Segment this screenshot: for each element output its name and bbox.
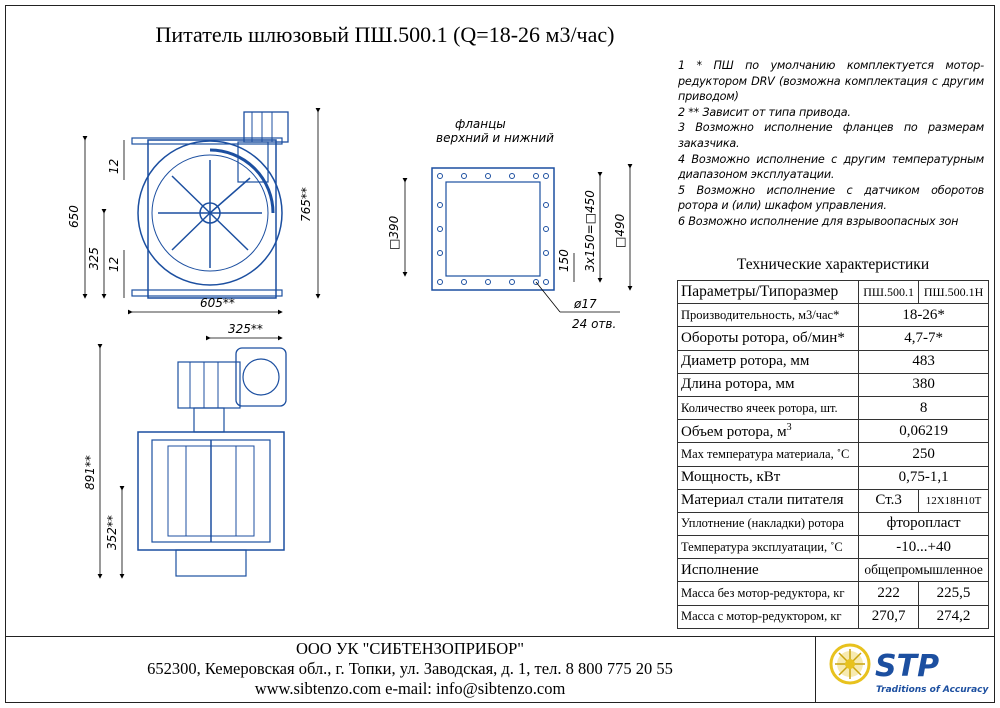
dim-3x150: 3х150=□450 (583, 190, 597, 272)
row-value: 18-26* (858, 303, 989, 328)
table-row: Материал стали питателя Ст.3 12Х18Н10Т (676, 488, 989, 513)
row-label: Температура эксплуатации, ˚С (676, 535, 860, 560)
header-param: Параметры/Типоразмер (676, 279, 860, 305)
header-col1: ПШ.500.1 (858, 279, 920, 305)
dim-490: □490 (613, 213, 627, 248)
dim-765: 765** (299, 187, 313, 222)
logo-tagline: Traditions of Accuracy (876, 685, 990, 695)
table-row: Исполнение общепромышленное (676, 558, 989, 583)
company-address: 652300, Кемеровская обл., г. Топки, ул. … (147, 659, 673, 678)
header-col2: ПШ.500.1Н (918, 279, 989, 305)
row-value: 4,7-7* (858, 326, 989, 351)
page-title: Питатель шлюзовый ПШ.500.1 (Q=18-26 м3/ч… (155, 22, 615, 47)
table-row: Температура эксплуатации, ˚С -10...+40 (676, 535, 989, 560)
table-row: Обороты ротора, об/мин* 4,7-7* (676, 326, 989, 351)
dim-hole-diameter: ø17 (573, 297, 597, 311)
company-web: www.sibtenzo.com e-mail: info@sibtenzo.c… (254, 679, 566, 698)
note-item: 2 ** Зависит от типа привода. (678, 105, 851, 119)
row-label: Количество ячеек ротора, шт. (676, 395, 860, 421)
row-label-text: Объем ротора, м (681, 423, 787, 440)
row-value: 0,75-1,1 (858, 465, 989, 490)
company-name: ООО УК "СИБТЕНЗОПРИБОР" (295, 639, 525, 658)
dim-891: 891** (83, 455, 97, 490)
table-row: Параметры/Типоразмер ПШ.500.1 ПШ.500.1Н (676, 279, 989, 305)
dim-390: □390 (387, 215, 401, 250)
company-info: ООО УК "СИБТЕНЗОПРИБОР" 652300, Кемеровс… (5, 639, 815, 699)
row-label: Масса с мотор-редуктором, кг (676, 604, 860, 629)
dim-325: 325 (87, 247, 101, 270)
technical-drawing: 650 325 12 12 765** 605** 325** фланцы в… (67, 108, 633, 579)
drawing-frame (5, 5, 995, 703)
row-value: 380 (858, 372, 989, 397)
row-value: 0,06219 (858, 419, 989, 444)
table-row: Количество ячеек ротора, шт. 8 (676, 395, 989, 421)
table-row: Уплотнение (накладки) ротора фторопласт (676, 511, 989, 537)
note-item: 3 Возможно исполнение фланцев по размера… (678, 121, 984, 150)
table-row: Производительность, м3/час* 18-26* (676, 303, 989, 328)
row-value-col1: Ст.3 (858, 488, 920, 513)
row-value: общепромышленное (858, 558, 989, 583)
row-value-col1: 222 (858, 581, 920, 606)
row-value-col1: 270,7 (858, 604, 920, 629)
dim-650: 650 (67, 205, 81, 228)
row-label: Производительность, м3/час* (676, 303, 860, 328)
row-label: Длина ротора, мм (676, 372, 860, 397)
row-label: Масса без мотор-редуктора, кг (676, 581, 860, 606)
table-row: Диаметр ротора, мм 483 (676, 349, 989, 374)
row-label: Материал стали питателя (676, 488, 860, 513)
row-value: 483 (858, 349, 989, 374)
row-label: Мах температура материала, ˚С (676, 442, 860, 467)
row-value: 8 (858, 395, 989, 421)
row-value-col2: 12Х18Н10Т (918, 488, 989, 513)
specs-table: Параметры/Типоразмер ПШ.500.1 ПШ.500.1Н … (676, 279, 989, 629)
dim-352: 352** (105, 515, 119, 550)
footer-divider (5, 636, 995, 637)
row-label: Исполнение (676, 558, 860, 583)
dim-325-side: 325** (228, 322, 263, 336)
row-label: Уплотнение (накладки) ротора (676, 511, 860, 537)
specs-title: Технические характеристики (736, 256, 930, 273)
note-item: 5 Возможно исполнение с датчиком оборото… (678, 183, 984, 213)
table-row: Мощность, кВт 0,75-1,1 (676, 465, 989, 490)
table-row: Масса с мотор-редуктором, кг 270,7 274,2 (676, 604, 989, 629)
logo-text: STP (875, 649, 939, 684)
row-label: Мощность, кВт (676, 465, 860, 490)
notes-list: 1 * ПШ по умолчанию комплектуется мотор-… (678, 58, 984, 230)
note-item: 6 Возможно исполнение для взрывоопасных … (678, 214, 959, 228)
logo-divider (815, 636, 816, 703)
flange-view (431, 167, 555, 291)
row-value: 250 (858, 442, 989, 467)
table-row: Объем ротора, м3 0,06219 (676, 419, 989, 444)
table-row: Длина ротора, мм 380 (676, 372, 989, 397)
top-view (137, 347, 287, 577)
flange-label-bottom: верхний и нижний (436, 131, 554, 145)
row-value: -10...+40 (858, 535, 989, 560)
flange-label-top: фланцы (455, 117, 506, 131)
row-value-col2: 274,2 (918, 604, 989, 629)
stp-logo: STP Traditions of Accuracy (829, 643, 990, 695)
table-row: Масса без мотор-редуктора, кг 222 225,5 (676, 581, 989, 606)
dim-hole-count: 24 отв. (572, 317, 616, 331)
dim-12-top: 12 (107, 159, 121, 174)
row-label: Диаметр ротора, мм (676, 349, 860, 374)
dim-150: 150 (557, 249, 571, 272)
row-label: Объем ротора, м3 (676, 419, 860, 444)
table-row: Мах температура материала, ˚С 250 (676, 442, 989, 467)
note-item: 1 * ПШ по умолчанию комплектуется мотор-… (678, 59, 984, 104)
dim-12-bottom: 12 (107, 257, 121, 272)
note-item: 4 Возможно исполнение с другим температу… (678, 152, 984, 182)
row-value-col2: 225,5 (918, 581, 989, 606)
row-label-sup: 3 (786, 421, 792, 433)
front-view (131, 111, 289, 299)
row-label: Обороты ротора, об/мин* (676, 326, 860, 351)
dim-605: 605** (200, 296, 235, 310)
row-value: фторопласт (858, 511, 989, 537)
